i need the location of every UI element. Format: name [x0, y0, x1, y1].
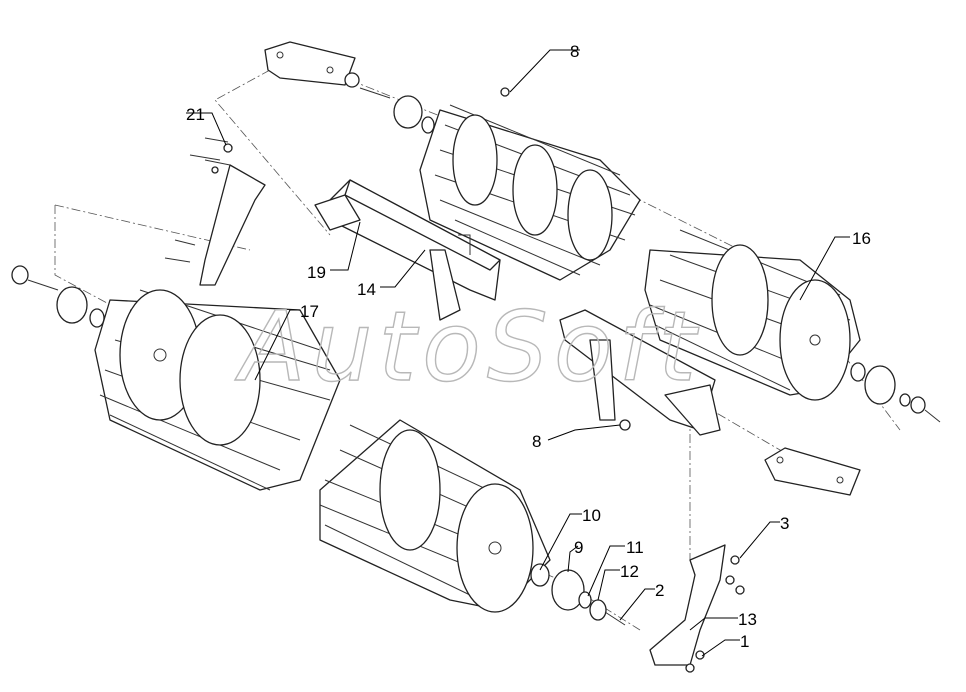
lower-hub-stack	[530, 563, 626, 626]
leader-10	[539, 513, 582, 571]
callout-21: 21	[186, 105, 205, 124]
left-hub	[11, 265, 105, 328]
left-roller	[94, 289, 341, 491]
callout-4: 8	[570, 42, 579, 61]
callout-3: 3	[780, 514, 789, 533]
callout-8: 8	[532, 432, 541, 451]
leader-12	[597, 569, 620, 601]
main-frame-beam	[314, 179, 501, 321]
callout-14: 14	[357, 280, 376, 299]
lower-roller	[319, 419, 551, 613]
right-frame-beam	[559, 309, 721, 436]
callout-11: 11	[626, 538, 644, 557]
leader-11	[587, 545, 625, 597]
leader-2	[619, 588, 655, 621]
callout-2: 2	[655, 581, 664, 600]
callouts: 8 21 19 14 17 16 8 10 9 11 12 2	[186, 42, 871, 657]
callout-19: 19	[307, 263, 326, 282]
right-side-plate	[764, 447, 861, 496]
leader-9	[567, 545, 579, 573]
callout-12: 12	[620, 562, 639, 581]
left-upright-bracket	[199, 164, 266, 286]
callout-13: 13	[738, 610, 757, 629]
leader-1	[701, 639, 740, 657]
leader-13	[689, 617, 738, 631]
leader-4	[509, 49, 580, 93]
callout-9: 9	[574, 538, 583, 557]
callout-1: 1	[740, 632, 749, 651]
lower-right-bracket	[649, 544, 745, 673]
callout-10: 10	[582, 506, 601, 525]
leader-19	[330, 221, 361, 271]
watermark-text: AutoSoft	[234, 291, 702, 403]
leader-16	[799, 236, 850, 301]
leader-17	[254, 309, 300, 381]
callout-16: 16	[852, 229, 871, 248]
upper-left-bracket	[264, 41, 356, 86]
leader-21	[186, 112, 227, 146]
leader-14	[380, 249, 426, 288]
callout-17: 17	[300, 302, 319, 321]
right-hub	[850, 362, 941, 423]
leader-8	[547, 424, 621, 441]
upper-roller	[344, 72, 641, 281]
right-roller	[644, 229, 861, 401]
leader-3	[739, 521, 780, 559]
